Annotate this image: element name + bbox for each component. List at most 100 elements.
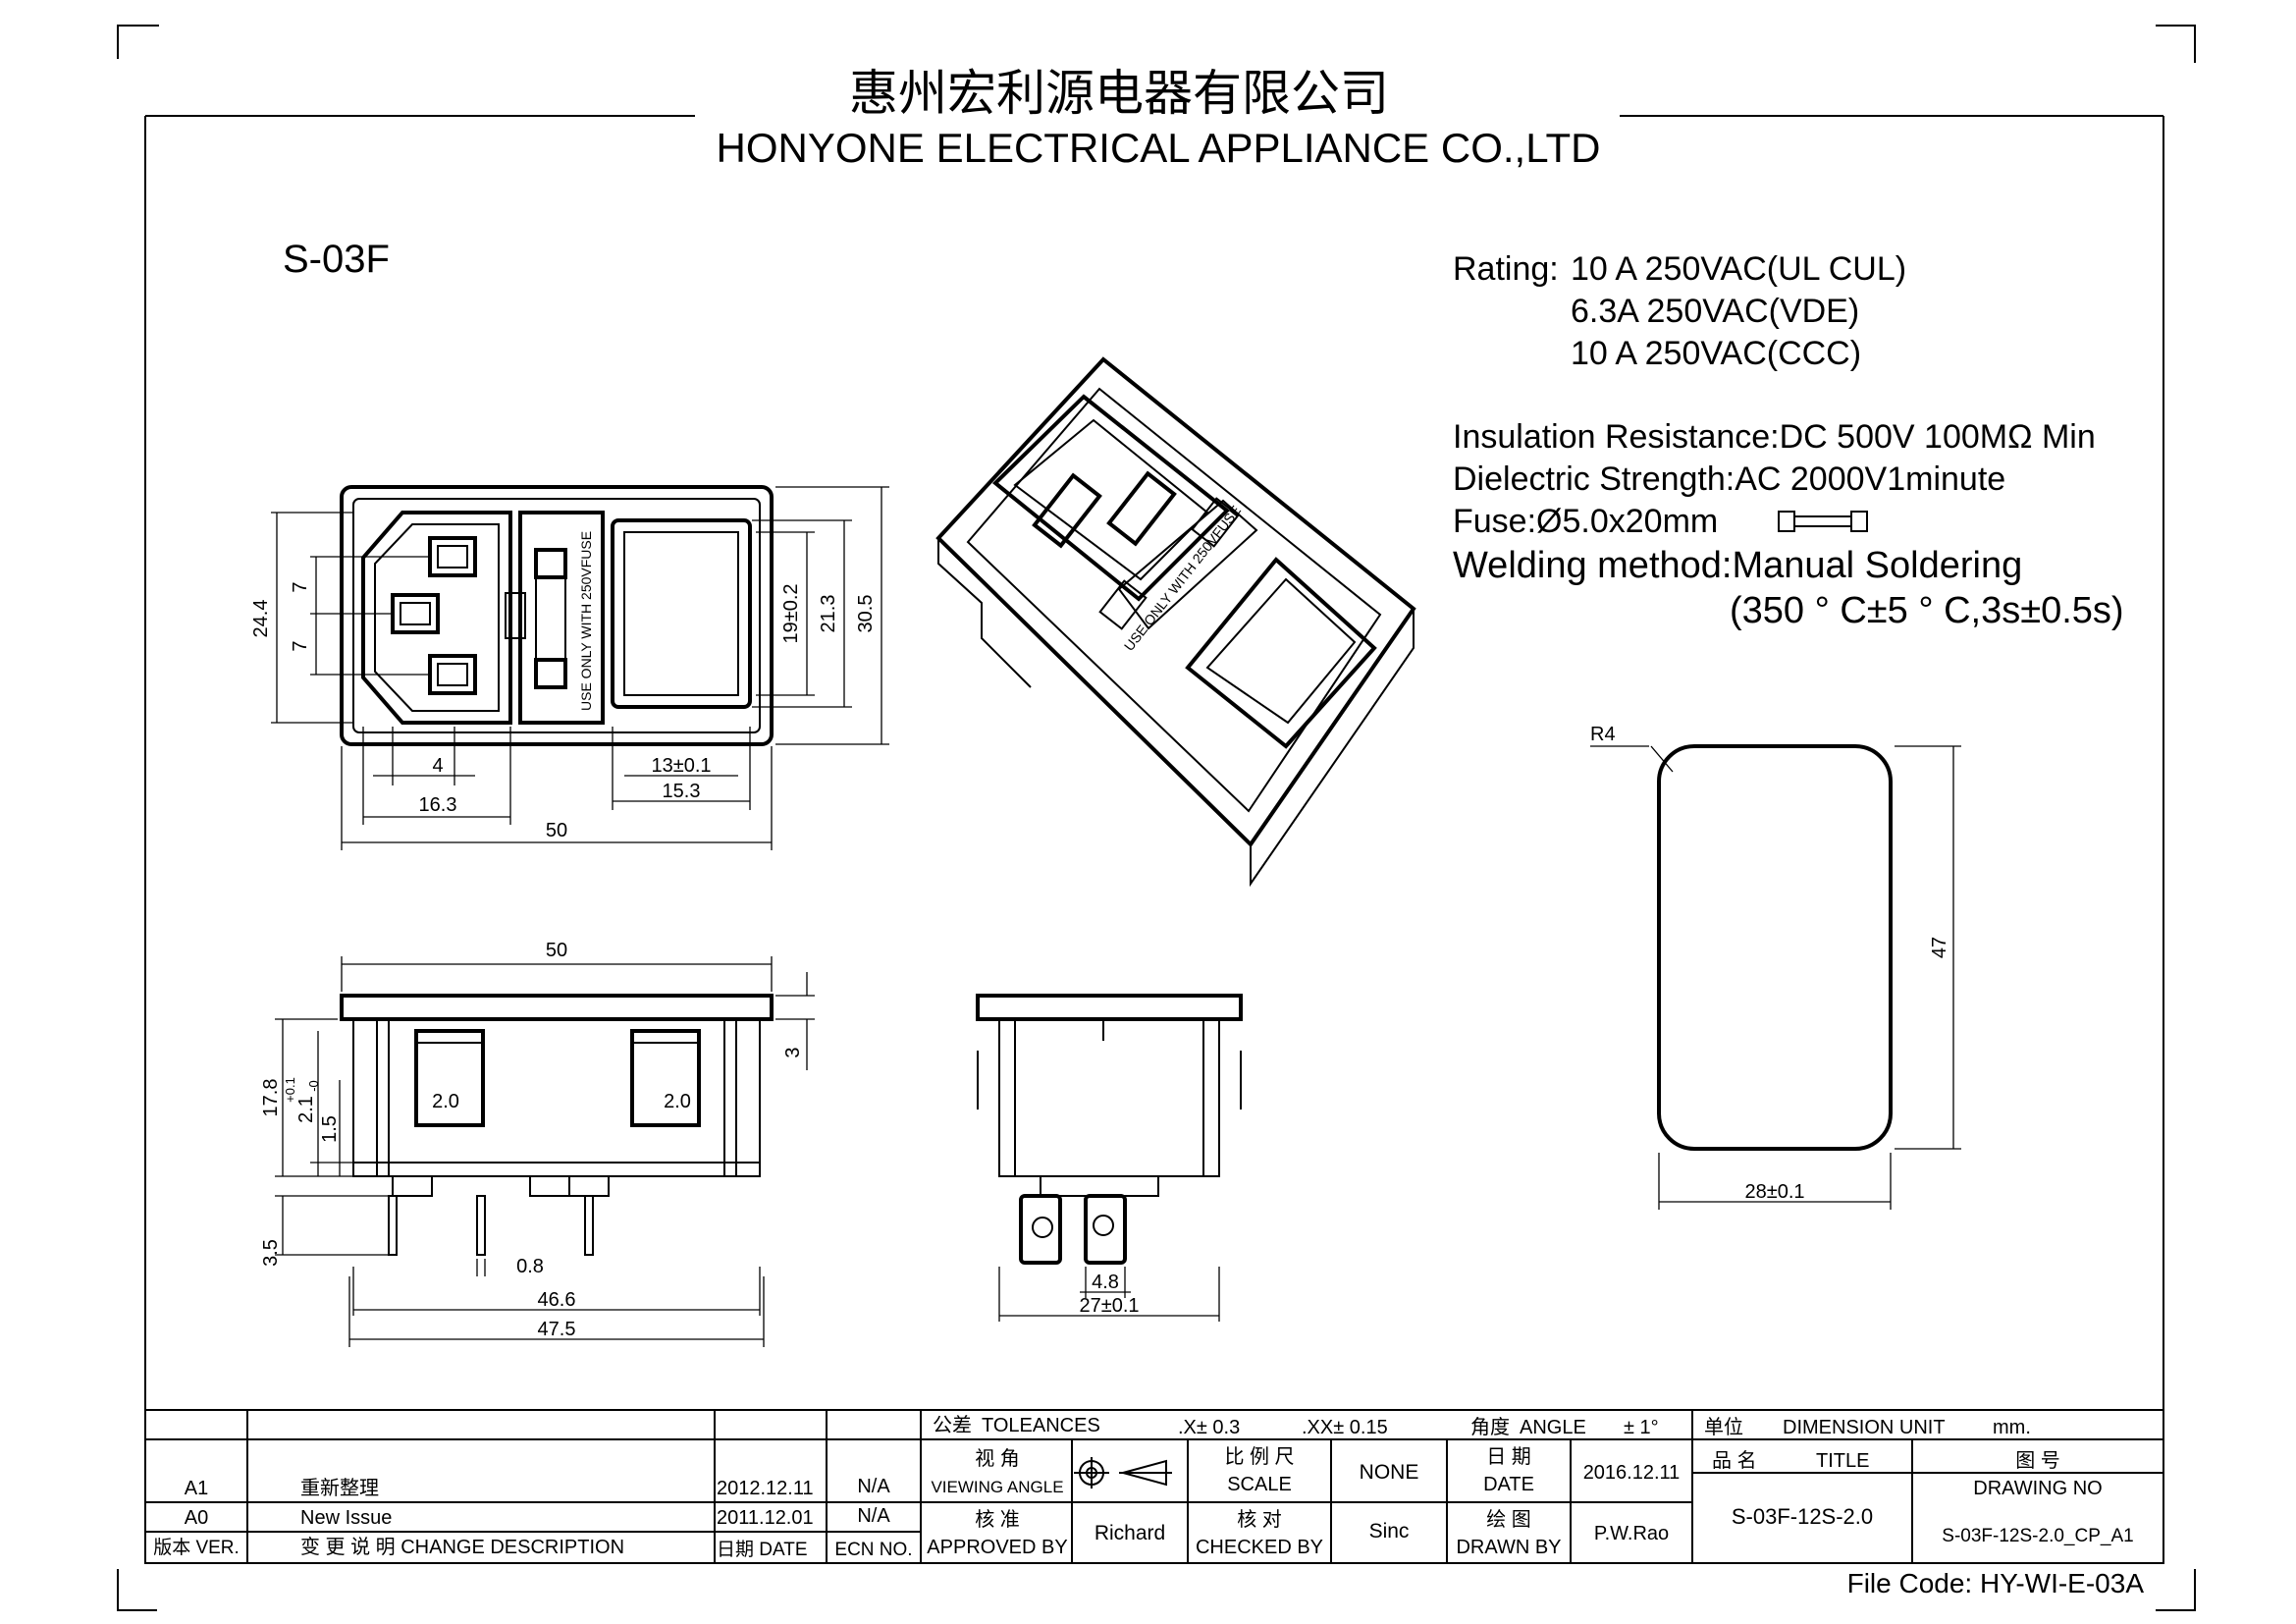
front-view: USE ONLY WITH 250VFUSE bbox=[340, 485, 774, 746]
end-view bbox=[976, 994, 1243, 1265]
model-number: S-03F bbox=[283, 238, 390, 281]
dim-3-5: 3.5 bbox=[260, 1239, 282, 1267]
checked-en: CHECKED BY bbox=[1196, 1537, 1323, 1558]
approved-cn: 核 准 bbox=[975, 1508, 1020, 1531]
rating-line-2: 6.3A 250VAC(VDE) bbox=[1571, 293, 1859, 330]
dim-3: 3 bbox=[782, 1047, 804, 1057]
dim-1-5: 1.5 bbox=[319, 1115, 341, 1143]
angle-cn: 角度 bbox=[1470, 1416, 1510, 1438]
dim-21-3: 21.3 bbox=[818, 595, 839, 633]
dim-27: 27±0.1 bbox=[1079, 1295, 1139, 1317]
date-cn: 日 期 bbox=[1486, 1446, 1531, 1468]
tolerance-x: .X± 0.3 bbox=[1178, 1417, 1240, 1438]
front-view-dimensions bbox=[271, 486, 889, 850]
unit-en: DIMENSION UNIT bbox=[1783, 1417, 1946, 1438]
company-name-cn: 惠州宏利源电器有限公司 bbox=[849, 66, 1389, 121]
rating-line-3: 10 A 250VAC(CCC) bbox=[1571, 335, 1861, 372]
fuse-symbol-icon bbox=[1778, 511, 1868, 532]
corner-marks bbox=[117, 25, 2196, 1611]
pin-width-right: 2.0 bbox=[664, 1091, 691, 1112]
dim-47: 47 bbox=[1929, 937, 1950, 958]
dim-2-1: 2.1 bbox=[295, 1096, 317, 1123]
welding-detail: (350 ° C±5 ° C,3s±0.5s) bbox=[1730, 590, 2124, 631]
title-value: S-03F-12S-2.0 bbox=[1732, 1504, 1873, 1529]
header-version: 版本 VER. bbox=[153, 1537, 240, 1558]
scale-en: SCALE bbox=[1227, 1474, 1292, 1495]
scale-value: NONE bbox=[1360, 1461, 1419, 1484]
tolerances-cn: 公差 bbox=[933, 1414, 972, 1436]
title-block-text: 公差 TOLEANCES .X± 0.3 .XX± 0.15 角度 ANGLE … bbox=[153, 1414, 2134, 1560]
drawing-no-value: S-03F-12S-2.0_CP_A1 bbox=[1942, 1526, 2133, 1546]
checked-cn: 核 对 bbox=[1237, 1508, 1282, 1531]
date-value: 2016.12.11 bbox=[1583, 1462, 1681, 1484]
rating-line-1: 10 A 250VAC(UL CUL) bbox=[1571, 250, 1906, 288]
dim-4-8: 4.8 bbox=[1092, 1272, 1119, 1293]
dim-17-8: 17.8 bbox=[260, 1079, 282, 1117]
rev-a0-ver: A0 bbox=[185, 1507, 208, 1529]
sheet-border bbox=[144, 115, 2164, 1563]
rev-a0-date: 2011.12.01 bbox=[717, 1507, 814, 1529]
dim-2-1-tol-minus: -0 bbox=[306, 1080, 321, 1092]
insulation-resistance: Insulation Resistance:DC 500V 100MΩ Min bbox=[1453, 418, 2096, 456]
date-en: DATE bbox=[1483, 1474, 1534, 1495]
dim-7-lower: 7 bbox=[290, 640, 311, 651]
unit-value: mm. bbox=[1993, 1417, 2031, 1438]
side-view: 2.0 2.0 bbox=[340, 994, 774, 1256]
dielectric-strength: Dielectric Strength:AC 2000V1minute bbox=[1453, 460, 2005, 498]
rev-a1-date: 2012.12.11 bbox=[717, 1478, 814, 1499]
drawn-en: DRAWN BY bbox=[1456, 1537, 1561, 1558]
dim-24-4: 24.4 bbox=[250, 600, 272, 638]
title-block-grid bbox=[144, 1409, 2164, 1564]
title-en: TITLE bbox=[1816, 1450, 1869, 1472]
side-view-dimensions bbox=[275, 956, 815, 1347]
header-ecn: ECN NO. bbox=[834, 1540, 912, 1560]
tolerances-en: TOLEANCES bbox=[982, 1415, 1100, 1436]
viewing-angle-en: VIEWING ANGLE bbox=[931, 1478, 1063, 1496]
viewing-angle-cn: 视 角 bbox=[975, 1447, 1020, 1470]
rev-a1-ver: A1 bbox=[185, 1478, 208, 1499]
dim-46-6: 46.6 bbox=[538, 1289, 576, 1311]
approved-en: APPROVED BY bbox=[927, 1537, 1067, 1558]
dim-16-3: 16.3 bbox=[419, 794, 457, 816]
dim-2-1-tol-plus: +0.1 bbox=[283, 1077, 297, 1103]
title-cn: 品 名 bbox=[1712, 1449, 1757, 1472]
header-change-description: 变 更 说 明 CHANGE DESCRIPTION bbox=[300, 1536, 624, 1558]
rev-a1-desc: 重新整理 bbox=[300, 1477, 379, 1499]
dim-28: 28±0.1 bbox=[1744, 1181, 1804, 1203]
approved-value: Richard bbox=[1095, 1522, 1165, 1544]
end-view-dimensions bbox=[998, 1267, 1220, 1322]
dim-47-5: 47.5 bbox=[538, 1319, 576, 1340]
file-code: File Code: HY-WI-E-03A bbox=[1847, 1568, 2145, 1598]
dim-19: 19±0.2 bbox=[780, 583, 802, 643]
dim-4: 4 bbox=[432, 755, 443, 777]
header-date: 日期 DATE bbox=[717, 1539, 808, 1560]
isometric-view: USE ONLY WITH 250VFUSE bbox=[935, 356, 1416, 888]
spec-block: Rating: 10 A 250VAC(UL CUL) 6.3A 250VAC(… bbox=[1453, 250, 2124, 631]
drawn-cn: 绘 图 bbox=[1486, 1508, 1531, 1531]
dim-50-side: 50 bbox=[546, 940, 567, 961]
pin-width-left: 2.0 bbox=[432, 1091, 459, 1112]
angle-en: ANGLE bbox=[1520, 1417, 1586, 1438]
drawing-no-en: DRAWING NO bbox=[1973, 1478, 2102, 1499]
panel-cutout: R4 47 28±0.1 bbox=[1590, 724, 1961, 1210]
dim-50-front: 50 bbox=[546, 820, 567, 841]
unit-cn: 单位 bbox=[1704, 1416, 1743, 1438]
rev-a0-desc: New Issue bbox=[300, 1507, 392, 1529]
projection-symbol-icon bbox=[1074, 1457, 1172, 1489]
dim-0-8: 0.8 bbox=[516, 1256, 544, 1277]
drawing-no-cn: 图 号 bbox=[2015, 1450, 2060, 1472]
side-view-dim-labels: 50 3 17.8 2.1 +0.1 -0 1.5 3.5 0.8 46.6 4… bbox=[260, 940, 804, 1340]
dim-15-3: 15.3 bbox=[663, 781, 701, 802]
rev-a0-ecn: N/A bbox=[857, 1505, 890, 1527]
front-view-dim-labels: 24.4 7 7 4 16.3 50 13±0.1 15.3 19±0.2 21… bbox=[250, 581, 877, 841]
scale-cn: 比 例 尺 bbox=[1224, 1445, 1294, 1468]
dim-13: 13±0.1 bbox=[651, 755, 711, 777]
rev-a1-ecn: N/A bbox=[857, 1476, 890, 1497]
fuse-spec: Fuse:Ø5.0x20mm bbox=[1453, 503, 1718, 540]
dim-r4: R4 bbox=[1590, 724, 1616, 745]
drawn-value: P.W.Rao bbox=[1594, 1523, 1669, 1544]
welding-method: Welding method:Manual Soldering bbox=[1453, 545, 2022, 586]
dim-7-upper: 7 bbox=[290, 581, 311, 592]
